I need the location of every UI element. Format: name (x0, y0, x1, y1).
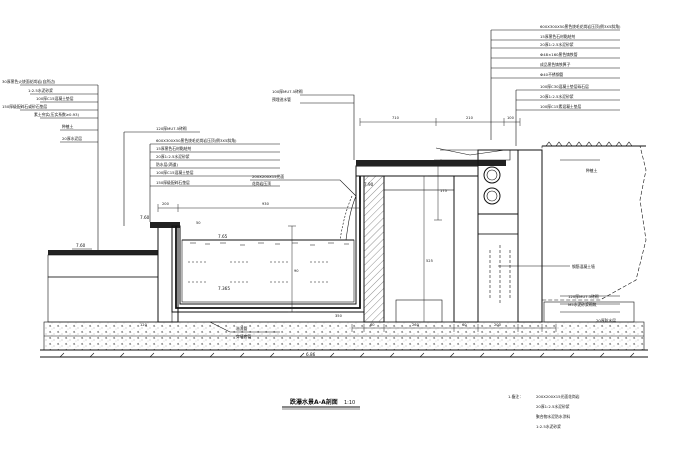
dim-120: 120 (140, 323, 148, 327)
anno-ml-5: 100厚C15混凝土垫层 (156, 170, 194, 175)
notes-line-2: 聚合物水泥防水涂料 (536, 414, 570, 419)
anno-c-0: 100厚MU7.5砖砌 (272, 89, 303, 94)
leader-lines (20, 29, 620, 333)
level-left-ground: 7.60 (76, 243, 86, 248)
level-left-step: 7.60 (140, 215, 150, 220)
dim-525: 525 (426, 259, 433, 263)
dim-wall-right: 260 (412, 323, 420, 327)
right-wall (453, 149, 543, 323)
anno-tl-5: 种植土 (62, 124, 74, 129)
dimension-labels: 930 200 710 210 100 350 60 260 60 200 52… (140, 116, 515, 327)
inner-cavity (383, 189, 455, 323)
dim-wall-left: 350 (335, 314, 343, 318)
annotations-top-right: 600X300X50黑色烧毛花岗岩压顶(倒3X5斜角) 15厚黑色石材黏结剂 2… (540, 24, 621, 109)
anno-tl-6: 20厚水泥层 (62, 136, 82, 141)
notes-line-3: 1:2.5水泥砂浆 (536, 424, 561, 429)
dim-50: 50 (196, 221, 201, 225)
notes-line-1: 20厚1:2.5水泥砂浆 (536, 404, 570, 409)
dim-gap-a: 60 (370, 323, 375, 327)
base-ground-line (40, 352, 648, 358)
anno-ml-0: 120厚MU7.5砖砌 (156, 126, 187, 131)
anno-b-1: 穿墙套管 (236, 334, 251, 339)
dim-lines (157, 118, 557, 332)
annotations-mid-left: 120厚MU7.5砖砌 600X300X50黑色烧毛花岗岩压顶(倒3X5斜角) … (156, 126, 237, 185)
base-slab (40, 321, 648, 351)
notes-label: 1.备注： (508, 394, 523, 399)
anno-c-3: 花岗岩压顶 (252, 181, 271, 186)
anno-r-1: 钢筋混凝土墙 (572, 264, 595, 269)
left-step (150, 222, 180, 323)
drain-pipes (483, 166, 501, 205)
anno-r-4: 20厚防水层 (596, 318, 616, 323)
level-pool-bottom: 7.365 (218, 286, 230, 291)
title-scale: 1:10 (344, 400, 355, 406)
anno-tr-8: 100厚C15素混凝土垫层 (540, 104, 582, 109)
annotations-center: 100厚MU7.5砖砌 预埋进水管 200X200X15光面 花岗岩压顶 (252, 89, 303, 186)
anno-tl-3: 150厚级配碎石或砂石垫层 (2, 104, 47, 109)
dim-175: 175 (440, 189, 447, 193)
notes-line-0: 200X200X15光面花岗岩 (536, 394, 580, 399)
dim-200: 200 (494, 323, 502, 327)
anno-r-3: M5水泥砂浆砌筑 (568, 302, 597, 307)
level-labels: 7.60 7.90 7.60 7.65 7.365 6.86 (72, 182, 374, 357)
anno-tr-3: Ф48×160黑色铸铁管 (540, 52, 578, 57)
dim-90: 90 (294, 269, 299, 273)
title-text: 跌瀑水景A-A剖面 (290, 398, 338, 406)
level-base: 6.86 (306, 352, 316, 357)
anno-tl-0: 30厚黑色火烧面花岗岩(自然边) (2, 79, 56, 84)
top-coping (355, 147, 511, 177)
anno-r-2: 120厚MU7.5砖砌 (568, 294, 599, 299)
anno-tl-2: 100厚C15混凝土垫层 (36, 96, 74, 101)
drawing-title: 跌瀑水景A-A剖面 1:10 (282, 398, 360, 410)
anno-tr-0: 600X300X50黑色烧毛花岗岩压顶(倒3X5斜角) (540, 24, 621, 29)
anno-tr-1: 15厚黑色石材黏结剂 (540, 34, 575, 39)
pool-basin (171, 175, 365, 323)
anno-c-2: 200X200X15光面 (252, 174, 284, 179)
anno-ml-3: 20厚1:2.5水泥砂浆 (156, 154, 190, 159)
anno-c-1: 预埋进水管 (272, 97, 291, 102)
dim-100: 100 (507, 116, 515, 120)
anno-tr-6: 100厚C30混凝土垫层砾石层 (540, 84, 589, 89)
level-top-edge: 7.90 (364, 182, 374, 187)
dim-gap-b: 60 (462, 323, 467, 327)
anno-r-0: 种植土 (586, 168, 598, 173)
annotations-bottom: 溢流管 穿墙套管 (236, 326, 251, 339)
dim-left-step: 200 (162, 202, 170, 206)
anno-b-0: 溢流管 (236, 326, 248, 331)
anno-tr-2: 20厚1:2.5水泥砂浆 (540, 42, 574, 47)
anno-tl-4: 素土夯实(压实系数≥0.93) (34, 112, 79, 117)
left-paving (47, 250, 159, 323)
anno-ml-2: 15厚黑色石材黏结剂 (156, 146, 191, 151)
annotations-top-left: 30厚黑色火烧面花岗岩(自然边) 1:2.5水泥砂浆 100厚C15混凝土垫层 … (2, 79, 82, 141)
notes-block: 1.备注： 200X200X15光面花岗岩 20厚1:2.5水泥砂浆 聚合物水泥… (508, 394, 580, 429)
anno-tr-4: 成品黑色铸铁箅子 (540, 62, 571, 67)
dim-pool-width: 930 (262, 202, 270, 206)
level-water-surface: 7.65 (218, 234, 228, 239)
anno-ml-6: 150厚级配碎石垫层 (156, 180, 190, 185)
anno-ml-1: 600X300X50黑色烧毛花岗岩压顶(倒3X5斜角) (156, 138, 237, 143)
anno-ml-4: 防水层(两道) (156, 162, 178, 167)
anno-tr-7: 20厚1:2.5水泥砂浆 (540, 94, 574, 99)
dim-210: 210 (466, 116, 474, 120)
center-wall (363, 175, 385, 323)
dim-710: 710 (392, 116, 400, 120)
annotations-right: 种植土 钢筋混凝土墙 120厚MU7.5砖砌 M5水泥砂浆砌筑 20厚防水层 (568, 168, 616, 323)
anno-tl-1: 1:2.5水泥砂浆 (28, 88, 53, 93)
anno-tr-5: Ф40不锈钢管 (540, 72, 563, 77)
right-soil (541, 141, 647, 323)
